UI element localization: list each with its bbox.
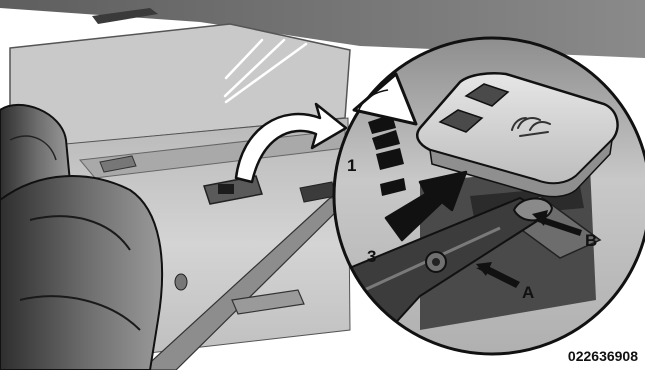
seat-back xyxy=(0,176,162,370)
trim-screw xyxy=(175,274,187,290)
zoom-detail-circle xyxy=(330,38,645,354)
callout-label-a: A xyxy=(522,283,534,302)
figure-id: 022636908 xyxy=(568,348,638,364)
callout-label-3: 3 xyxy=(367,247,376,266)
callout-label-b: B xyxy=(585,231,597,250)
callout-label-1: 1 xyxy=(347,156,356,175)
